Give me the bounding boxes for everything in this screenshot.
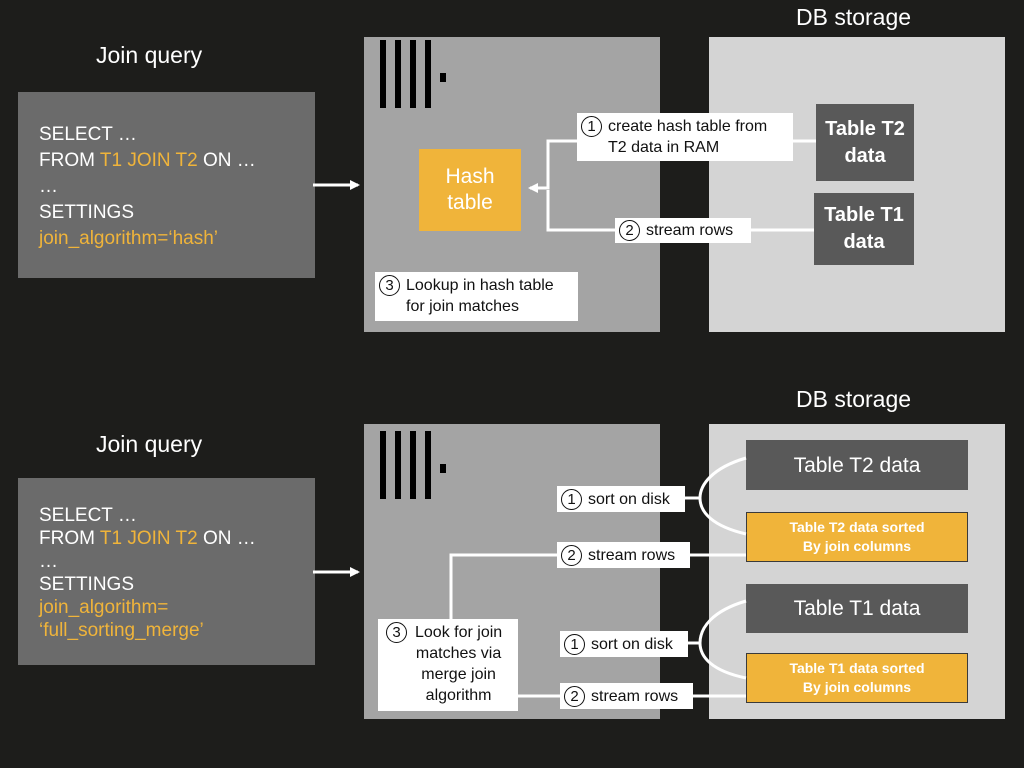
query-text: SETTINGS [39,202,135,223]
bottom-step3-label: 3 Look for join matches via merge join a… [378,619,518,711]
top-step1-label: 1 create hash table from T2 data in RAM [577,113,793,161]
table-t2-sorted-label: Table T2 data sorted By join columns [789,519,925,554]
query-line: FROM T1 JOIN T2 ON … [39,148,295,174]
table-t1-sorted-label: Table T1 data sorted By join columns [789,660,925,695]
top-step3-label: 3 Lookup in hash table for join matches [375,272,578,321]
bottom-table-t1-box: Table T1 data [746,584,968,633]
step-number-icon: 3 [379,275,400,296]
step-number-icon: 1 [561,488,582,510]
bottom-heading: Join query [96,431,203,457]
query-line: FROM T1 JOIN T2 ON … [39,527,295,550]
top-step3-text: Lookup in hash table for join matches [406,277,554,315]
bottom-storage-title: DB storage [796,386,912,412]
top-step2-text: stream rows [646,222,734,239]
query-line: join_algorithm= [39,596,295,619]
bottom-sort-t1-label: 1 sort on disk [560,631,688,657]
query-text: ON … [197,150,256,171]
query-line: SELECT … [39,504,295,527]
query-text: FROM [39,150,100,171]
bottom-engine-logo-icon [380,431,446,499]
bottom-step3-text: Look for join matches via merge join alg… [415,624,503,704]
bottom-sort-t2-curve [698,456,747,536]
bottom-stream-t2-label: 2 stream rows [557,542,690,568]
query-text: ON … [197,528,256,549]
table-t1-sorted-box: Table T1 data sorted By join columns [746,653,968,703]
query-line: SELECT … [39,122,295,148]
hash-table-label: Hash table [445,165,495,214]
query-line: … [39,174,295,200]
step-number-icon: 1 [564,633,585,655]
step-number-icon: 1 [581,116,602,137]
bottom-table-t2-box: Table T2 data [746,440,968,490]
query-line: ‘full_sorting_merge’ [39,619,295,642]
query-text: SELECT … [39,505,137,526]
bottom-stream-t1-label: 2 stream rows [560,683,693,709]
bottom-table-t2-label: Table T2 data [793,453,921,477]
top-storage-panel [709,37,1005,332]
hash-table-box: Hash table [419,149,521,231]
top-heading: Join query [96,42,203,68]
query-highlight-text: join_algorithm= [39,597,169,618]
bottom-sort-t1-text: sort on disk [591,635,673,653]
top-step1-text: create hash table from T2 data in RAM [608,118,768,156]
query-highlight-text: join_algorithm=‘hash’ [39,228,219,249]
top-table-t1-label: Table T1 data [824,204,904,253]
query-text: FROM [39,528,100,549]
query-line: SETTINGS [39,200,295,226]
top-storage-title: DB storage [796,4,912,30]
top-table-t1-box: Table T1 data [814,193,914,265]
bottom-sort-t2-label: 1 sort on disk [557,486,685,512]
query-line: join_algorithm=‘hash’ [39,226,295,252]
query-text: SETTINGS [39,574,135,595]
top-step2-label: 2 stream rows [615,218,751,243]
bottom-table-t1-label: Table T1 data [793,597,921,620]
bottom-stream-t2-text: stream rows [588,546,676,564]
top-table-t2-label: Table T2 data [825,117,905,167]
query-text: SELECT … [39,124,137,145]
bottom-stream-t1-text: stream rows [591,687,679,705]
query-text: … [39,176,58,197]
bottom-sort-t1-curve [698,599,747,680]
table-t2-sorted-box: Table T2 data sorted By join columns [746,512,968,562]
query-highlight-text: T1 JOIN T2 [99,150,198,171]
step-number-icon: 2 [564,685,585,707]
step-number-icon: 2 [619,220,640,241]
query-line: SETTINGS [39,573,295,596]
top-table-t2-box: Table T2 data [816,104,914,181]
step-number-icon: 2 [561,544,582,566]
step-number-icon: 3 [386,622,407,643]
query-highlight-text: T1 JOIN T2 [99,528,198,549]
query-highlight-text: ‘full_sorting_merge’ [39,620,204,641]
query-line: … [39,550,295,573]
query-text: … [39,551,58,572]
top-engine-logo-icon [380,40,446,108]
bottom-sort-t2-text: sort on disk [588,490,670,508]
